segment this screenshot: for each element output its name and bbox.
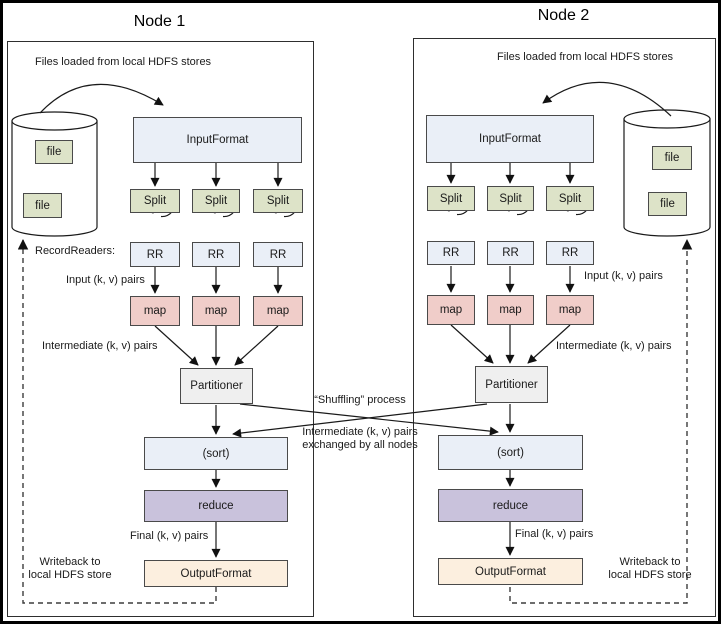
recordreader-box: RR <box>487 241 534 265</box>
sort-box-node2: (sort) <box>438 435 583 470</box>
files-loaded-label-node1: Files loaded from local HDFS stores <box>35 56 212 68</box>
split-box: Split <box>546 186 594 211</box>
load-curve-arrow-node1 <box>39 83 164 114</box>
intermediate-pairs-label-node1: Intermediate (k, v) pairs <box>42 340 158 352</box>
recordreader-box: RR <box>130 242 180 267</box>
final-pairs-label-node1: Final (k, v) pairs <box>130 530 209 542</box>
outputformat-box-node1: OutputFormat <box>144 560 288 587</box>
input-pairs-label-node2: Input (k, v) pairs <box>584 270 663 282</box>
recordreader-box: RR <box>192 242 240 267</box>
writeback-dashed-path-node2 <box>509 238 693 604</box>
reduce-box-node2: reduce <box>438 489 583 522</box>
file-box: file <box>652 146 692 170</box>
flow-arrow <box>234 325 279 366</box>
map-box: map <box>487 295 534 325</box>
hdfs-cylinder-node2 <box>623 118 711 237</box>
shuffle-note-label: Intermediate (k, v) pairs exchanged by a… <box>302 426 418 451</box>
node1-box <box>7 41 314 617</box>
recordreader-box: RR <box>427 241 475 265</box>
sort-box-node1: (sort) <box>144 437 288 470</box>
split-box: Split <box>427 186 475 211</box>
intermediate-pairs-label-node2: Intermediate (k, v) pairs <box>556 340 672 352</box>
recordreader-box: RR <box>546 241 594 265</box>
partitioner-box-node2: Partitioner <box>475 366 548 403</box>
hdfs-cylinder-node1 <box>11 120 98 237</box>
split-box: Split <box>253 189 303 213</box>
inputformat-box-node2: InputFormat <box>426 115 594 163</box>
reduce-box-node1: reduce <box>144 490 288 522</box>
input-pairs-label-node1: Input (k, v) pairs <box>66 274 145 286</box>
map-box: map <box>253 296 303 326</box>
split-box: Split <box>487 186 534 211</box>
flow-arrow <box>154 325 199 366</box>
map-box: map <box>130 296 180 326</box>
map-box: map <box>427 295 475 325</box>
hdfs-cylinder-top-node1 <box>11 111 98 131</box>
flow-arrow <box>450 324 494 364</box>
file-box: file <box>23 193 62 218</box>
map-box: map <box>192 296 240 326</box>
file-box: file <box>648 192 687 216</box>
hdfs-cylinder-top-node2 <box>623 109 711 129</box>
load-curve-arrow-node2 <box>542 81 672 117</box>
outputformat-box-node2: OutputFormat <box>438 558 583 585</box>
final-pairs-label-node2: Final (k, v) pairs <box>515 528 594 540</box>
node2-box <box>413 38 716 617</box>
map-box: map <box>546 295 594 325</box>
writeback-label-node1: Writeback to local HDFS store <box>28 556 112 581</box>
node1-title: Node 1 <box>133 13 186 30</box>
split-box: Split <box>192 189 240 213</box>
shuffle-arrow-node2-to-node1 <box>232 403 488 438</box>
partitioner-box-node1: Partitioner <box>180 368 253 404</box>
recordreaders-label: RecordReaders: <box>35 245 116 257</box>
writeback-dashed-path-node1 <box>17 238 217 604</box>
shuffling-process-label: “Shuffling” process <box>314 394 406 406</box>
recordreader-box: RR <box>253 242 303 267</box>
files-loaded-label-node2: Files loaded from local HDFS stores <box>497 51 674 63</box>
file-box: file <box>35 140 73 164</box>
inputformat-box-node1: InputFormat <box>133 117 302 163</box>
flow-arrow <box>527 324 571 364</box>
node2-title: Node 2 <box>537 7 590 24</box>
writeback-label-node2: Writeback to local HDFS store <box>608 556 692 581</box>
split-box: Split <box>130 189 180 213</box>
